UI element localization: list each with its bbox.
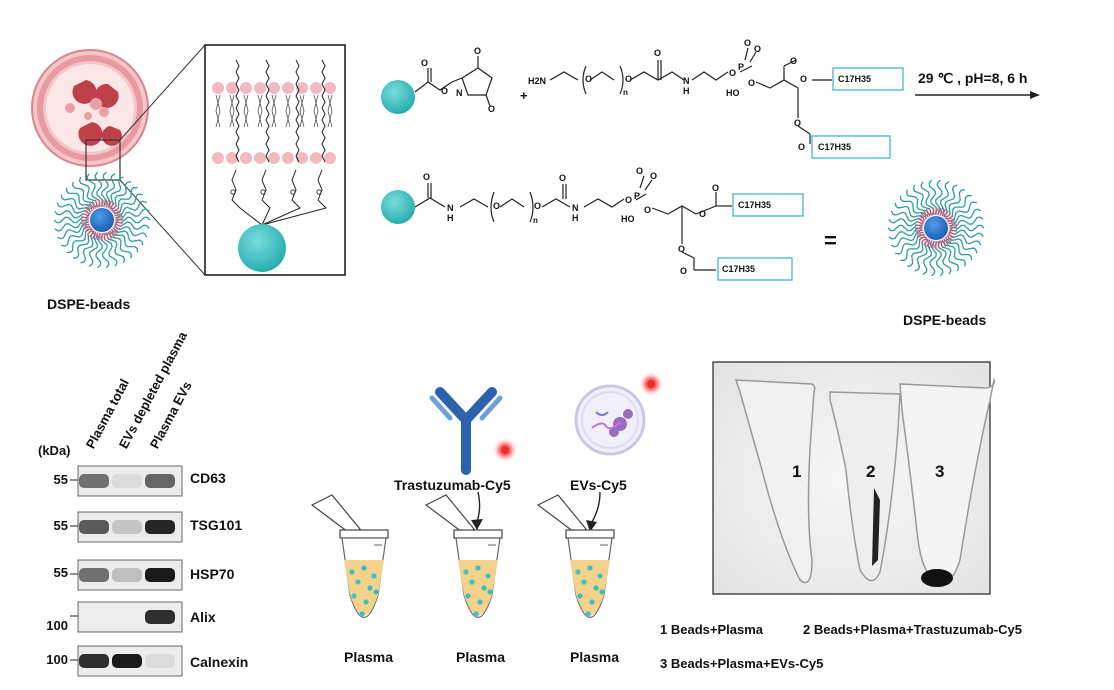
tube-number: 3 — [935, 462, 945, 481]
chain-c17h35: C17H35 — [838, 74, 872, 84]
ev-icon — [574, 372, 663, 456]
mw-marker: 55 — [53, 472, 68, 487]
atom-o: O — [585, 74, 593, 84]
atom-ho: HO — [726, 88, 740, 98]
tube-number: 2 — [866, 462, 876, 481]
atom-o: O — [534, 201, 542, 211]
atom-o: O — [421, 58, 429, 68]
atom-h: H — [447, 213, 454, 223]
tube-label: Plasma — [570, 649, 620, 665]
reaction-condition: 29 ℃ , pH=8, 6 h — [918, 70, 1028, 86]
mw-marker: 100 — [46, 618, 68, 633]
atom-n: N — [456, 88, 463, 98]
kda-label: (kDa) — [38, 443, 71, 458]
atom-o: O — [625, 74, 633, 84]
atom-o: O — [654, 48, 662, 58]
atom-o: O — [650, 171, 658, 181]
subscript-n: n — [623, 88, 628, 97]
chain-c17h35: C17H35 — [818, 142, 852, 152]
reaction-row-1 — [381, 47, 832, 144]
atom-o: O — [423, 172, 431, 182]
tube-label: Plasma — [344, 649, 394, 665]
legend-item: 3 Beads+Plasma+EVs-Cy5 — [660, 656, 824, 671]
reaction-row-2 — [381, 175, 732, 271]
reaction-arrowhead — [1030, 91, 1040, 99]
mw-marker: 100 — [46, 652, 68, 667]
atom-n: N — [447, 203, 454, 213]
atom-p: P — [738, 62, 745, 72]
c17h35-box-2 — [811, 135, 891, 159]
ev-label: EVs-Cy5 — [570, 477, 627, 493]
dspe-bead-left — [53, 171, 151, 269]
atom-o: O — [493, 201, 501, 211]
protein-label: HSP70 — [190, 566, 235, 582]
atom-o: O — [559, 173, 567, 183]
antibody-icon — [429, 387, 517, 475]
atom-o: O — [678, 244, 686, 254]
protein-label: CD63 — [190, 470, 226, 486]
atom-o: O — [798, 142, 806, 152]
atom-p: P — [634, 191, 641, 201]
tube-photo — [712, 361, 996, 595]
atom-o: O — [754, 44, 762, 54]
atom-o: O — [800, 74, 808, 84]
dspe-bead-right — [887, 179, 985, 277]
c17h35-box-4 — [717, 257, 793, 281]
antibody-label: Trastuzumab-Cy5 — [394, 477, 511, 493]
atom-o: O — [790, 56, 798, 66]
chain-c17h35: C17H35 — [738, 200, 772, 210]
protein-label: Alix — [190, 609, 216, 625]
mw-marker: 55 — [53, 565, 68, 580]
tube-number: 1 — [792, 462, 802, 481]
atom-o: O — [625, 195, 633, 205]
atom-o: O — [441, 86, 449, 96]
chain-c17h35: C17H35 — [722, 264, 756, 274]
addition-arrows — [475, 491, 601, 525]
c17h35-box-1 — [832, 67, 904, 91]
legend-item: 2 Beads+Plasma+Trastuzumab-Cy5 — [803, 622, 1022, 637]
atom-o: O — [712, 183, 720, 193]
eppendorf-tubes — [310, 494, 615, 618]
atom-o: O — [744, 38, 752, 48]
protein-label: TSG101 — [190, 517, 243, 533]
liposome-illustration — [31, 44, 206, 276]
atom-o: O — [699, 209, 707, 219]
atom-h: H — [572, 213, 579, 223]
western-blot — [70, 465, 183, 677]
atom-o: O — [474, 46, 482, 56]
protein-label: Calnexin — [190, 654, 249, 670]
atom-o: O — [644, 205, 652, 215]
atom-o: O — [748, 78, 756, 88]
atom-ho: HO — [621, 214, 635, 224]
atom-o: O — [488, 104, 496, 114]
equals-sign: = — [824, 228, 837, 253]
legend-item: 1 Beads+Plasma — [660, 622, 763, 637]
membrane-zoom-box — [204, 44, 346, 276]
atom-o: O — [794, 118, 802, 128]
plus-sign: + — [520, 88, 528, 103]
dspe-beads-label-right: DSPE-beads — [903, 312, 987, 328]
mw-marker: 55 — [53, 518, 68, 533]
atom-o: O — [729, 68, 737, 78]
dspe-beads-label-left: DSPE-beads — [47, 296, 131, 312]
atom-n: N — [683, 76, 690, 86]
atom-o: O — [680, 266, 688, 276]
atom-o: O — [636, 166, 644, 176]
atom-n: N — [572, 203, 579, 213]
atom-h: H — [683, 86, 690, 96]
c17h35-box-3 — [732, 193, 804, 217]
atom-h2n: H2N — [528, 76, 547, 86]
subscript-n: n — [533, 216, 538, 225]
tube-label: Plasma — [456, 649, 506, 665]
